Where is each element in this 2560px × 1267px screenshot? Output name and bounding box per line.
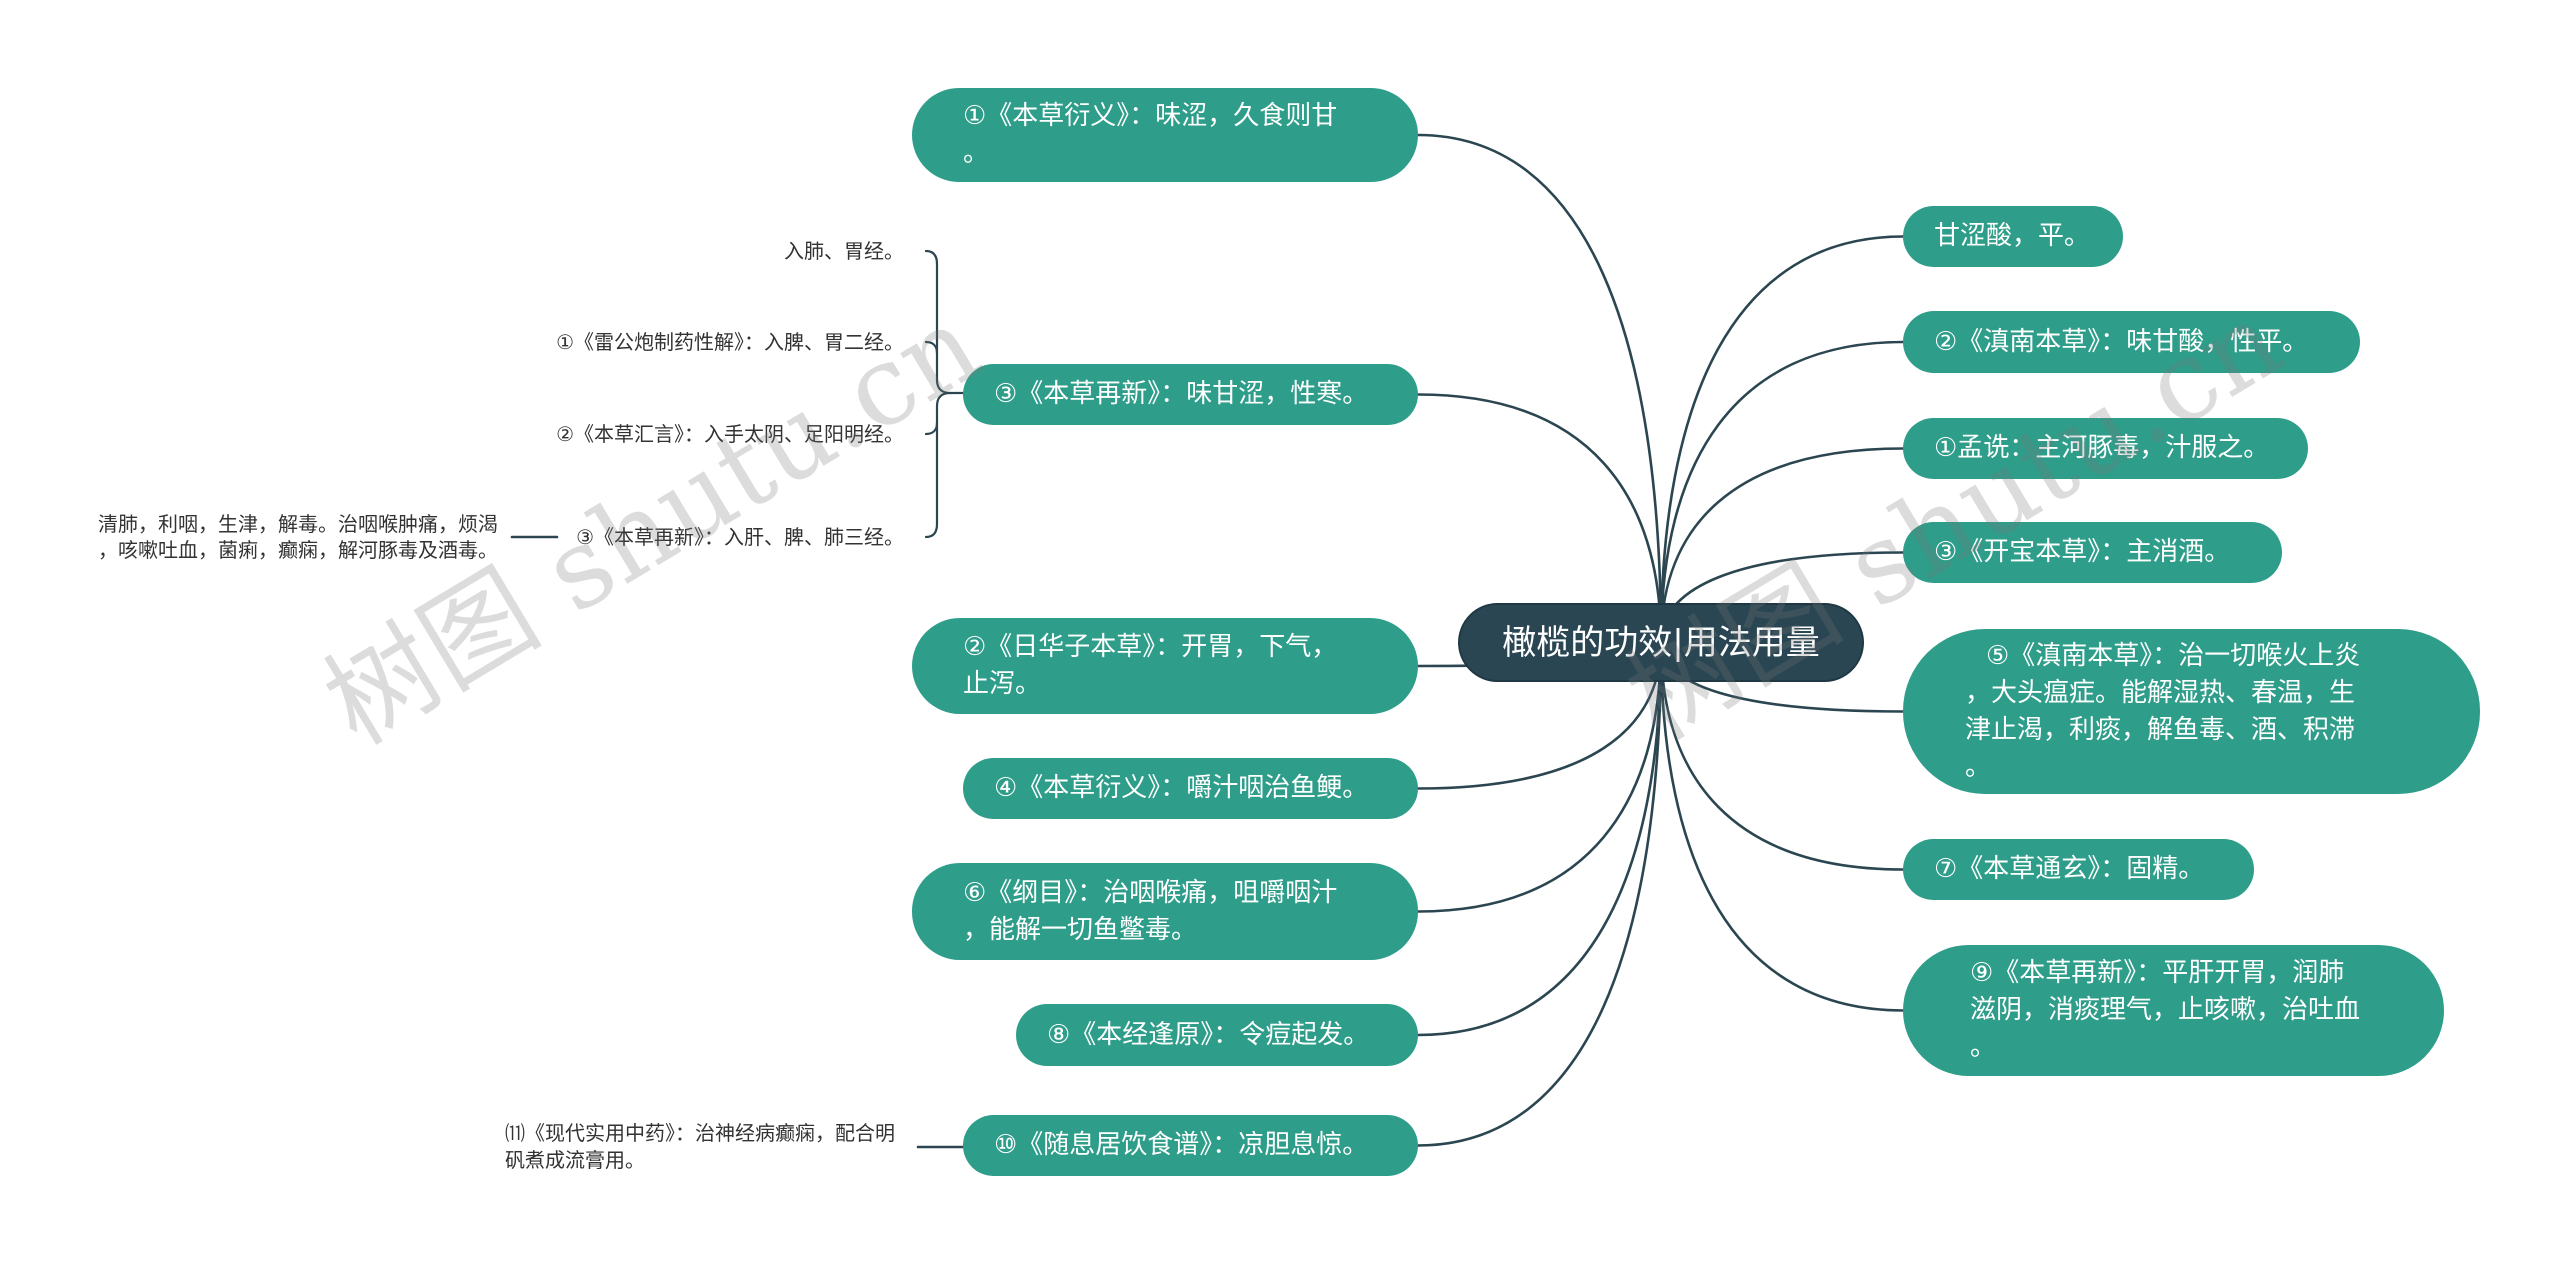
bracket-line [924,421,939,436]
topic-label: ①孟诜：主河豚毒，汁服之。 [1934,433,2270,463]
topic-label: 。 [963,138,990,168]
topic-label: ，能解一切鱼鳖毒。 [963,914,1198,945]
root-label: 橄榄的功效|用法用量 [1502,622,1820,663]
connector-line [1659,641,1905,871]
topic-label: ⑧《本经逢原》：令痘起发。 [1047,1019,1370,1050]
topic-label: ④《本草衍义》：嚼汁咽治鱼鲠。 [994,773,1369,803]
subtopic-detail-line: ，咳嗽吐血，菌痢，癫痫，解河豚毒及酒毒。 [98,538,498,562]
topic-label: 。 [1965,751,1992,782]
topic-label: 止泻。 [963,669,1042,699]
connector-line [1659,235,1905,644]
topic-node: ②《滇南本草》：味甘酸，性平。 [1903,311,2360,373]
topic-label: 滋阴，消痰理气，止咳嗽，治吐血 [1970,995,2361,1025]
topic-label: 津止渴，利痰，解鱼毒、酒、积滞 [1965,714,2356,745]
topic-node: ②《日华子本草》：开胃，下气， 止泻。 [912,618,1418,714]
topic-node: ①孟诜：主河豚毒，汁服之。 [1903,418,2308,479]
topic-node: ⑥《纲目》：治咽喉痛，咀嚼咽汁 ，能解一切鱼鳖毒。 [912,863,1418,960]
topic-node: ④《本草衍义》：嚼汁咽治鱼鲠。 [963,758,1418,819]
connector-line [1416,133,1663,644]
bracket-line [924,391,952,539]
topic-node: ⑤《滇南本草》：治一切喉火上炎 ，大头瘟症。能解湿热、春温，生 津止渴，利痰，解… [1903,629,2480,794]
subtopic-detail: 清肺，利咽，生津，解毒。治咽喉肿痛，烦渴 ，咳嗽吐血，菌痢，癫痫，解河豚毒及酒毒… [98,511,498,563]
topic-label: ②《日华子本草》：开胃，下气， [963,632,1338,662]
topic-node: ⑦《本草通玄》：固精。 [1903,839,2254,900]
topic-node: ③《开宝本草》：主消酒。 [1903,522,2282,583]
connector-line [1659,641,1905,1012]
topic-label: ⑦《本草通玄》：固精。 [1934,854,2205,884]
topic-node: ⑨《本草再新》：平肝开胃，润肺 滋阴，消痰理气，止咳嗽，治吐血 。 [1903,945,2444,1076]
topic-node: ③《本草再新》：味甘涩，性寒。 [963,364,1418,425]
topic-label: ，大头瘟症。能解湿热、春温，生 [1965,677,2356,708]
connector-line [1416,641,1663,1037]
topic-node: ⑧《本经逢原》：令痘起发。 [1016,1004,1418,1066]
topic-label: ③《本草再新》：味甘涩，性寒。 [994,379,1369,409]
topic-label: ⑥《纲目》：治咽喉痛，咀嚼咽汁 [963,877,1338,908]
connector-line [1659,340,1905,644]
subtopic-detail-line: 清肺，利咽，生津，解毒。治咽喉肿痛，烦渴 [98,512,498,536]
topic-node: ①《本草衍义》：味涩，久食则甘 。 [912,88,1418,182]
connector-line [1659,447,1905,644]
subtopic-label: ③《本草再新》：入肝、脾、肺三经。 [576,525,904,549]
subtopic-label: 入肺、胃经。 [784,239,904,263]
subtopic-detail: ⑾《现代实用中药》：治神经病癫痫，配合明 矾煮成流膏用。 [505,1120,895,1174]
topic-label: ⑩《随息居饮食谱》：凉胆息惊。 [994,1130,1369,1160]
topic-node: ⑩《随息居饮食谱》：凉胆息惊。 [963,1115,1418,1176]
topic-node: 甘涩酸，平。 [1903,206,2123,267]
subtopic-label: ①《雷公炮制药性解》：入脾、胃二经。 [556,330,904,354]
subtopic-detail-line: 矾煮成流膏用。 [505,1148,645,1172]
bracket-line [924,249,965,395]
connector-line [1416,393,1663,644]
topic-label: ①《本草衍义》：味涩，久食则甘 [963,101,1338,131]
topic-label: 甘涩酸，平。 [1934,221,2091,251]
connector-line [1416,641,1663,1147]
topic-label: ③《开宝本草》：主消酒。 [1934,537,2231,567]
bracket-line [924,340,939,355]
topic-label: ⑨《本草再新》：平肝开胃，润肺 [1970,958,2345,988]
subtopic-detail-line: ⑾《现代实用中药》：治神经病癫痫，配合明 [505,1121,895,1145]
topic-label: 。 [1970,1032,1997,1062]
topic-label: ②《滇南本草》：味甘酸，性平。 [1934,326,2309,357]
subtopic-label: ②《本草汇言》：入手太阴、足阳明经。 [556,422,904,446]
topic-label: ⑤《滇南本草》：治一切喉火上炎 [1986,640,2361,671]
root-node: 橄榄的功效|用法用量 [1458,603,1864,682]
connector-line [1416,641,1663,913]
